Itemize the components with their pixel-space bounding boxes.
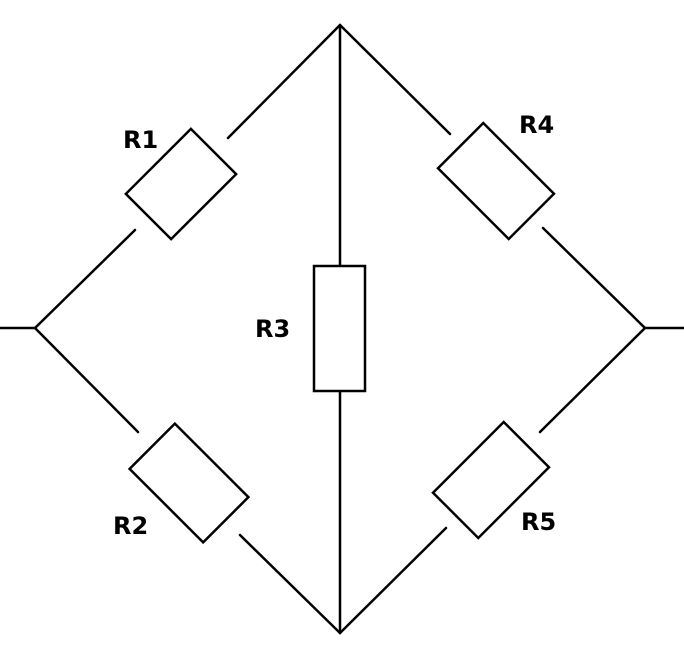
wire-right-node-to-r5 xyxy=(538,326,647,434)
resistor-r2-label: R2 xyxy=(113,512,148,540)
resistor-r4-body xyxy=(436,121,556,241)
resistor-r5-label: R5 xyxy=(521,508,556,536)
wire-r2-to-bottom-node xyxy=(238,533,342,635)
resistor-r4-label: R4 xyxy=(519,111,554,139)
resistor-r2-body xyxy=(127,421,251,545)
wire-r5-to-bottom-node xyxy=(338,526,448,635)
resistor-r3-body xyxy=(312,264,367,393)
wire-left-node-to-r2 xyxy=(33,326,140,434)
resistor-r1-body xyxy=(124,127,238,241)
wire-left-node-to-r1 xyxy=(33,228,137,330)
wire-top-node-to-r4 xyxy=(338,23,452,136)
resistor-r3-label: R3 xyxy=(255,315,290,343)
wire-r4-to-right-node xyxy=(541,226,647,330)
resistor-r5-body xyxy=(431,420,551,540)
wire-r1-to-top-node xyxy=(226,23,342,140)
resistor-r1-label: R1 xyxy=(123,126,158,154)
